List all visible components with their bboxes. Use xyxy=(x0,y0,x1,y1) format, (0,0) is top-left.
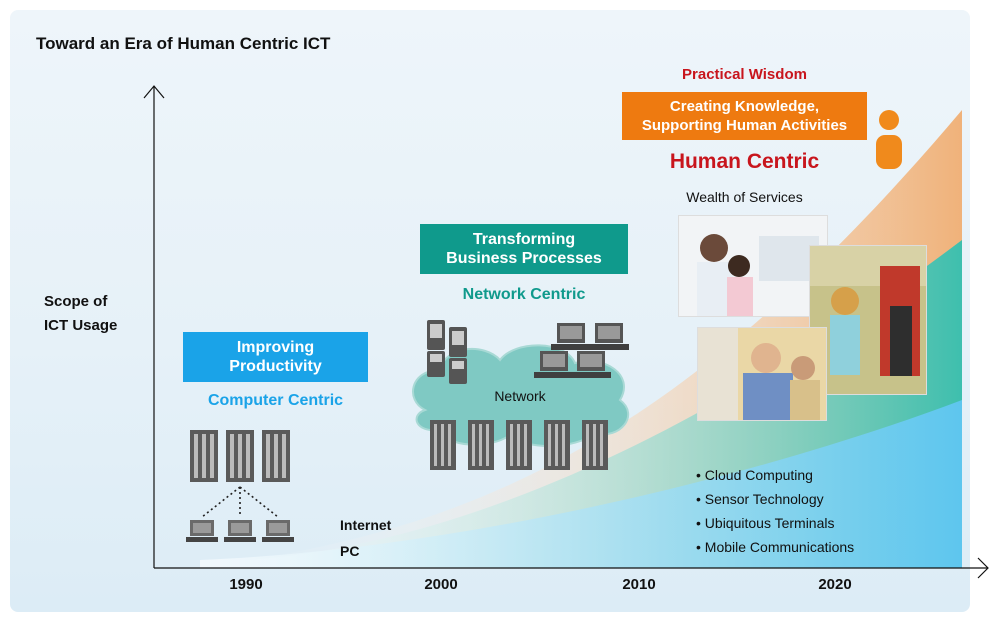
computer-centric-area xyxy=(200,400,962,568)
network-era-illustration xyxy=(412,320,630,470)
network-era-box-line2: Business Processes xyxy=(446,250,602,267)
mobile-phone-icon xyxy=(427,320,467,384)
practical-wisdom-label: Practical Wisdom xyxy=(682,66,807,83)
x-tick-2020: 2020 xyxy=(818,576,852,593)
internet-pc-labels: Internet PC xyxy=(340,512,391,564)
y-axis-label-line2: ICT Usage xyxy=(44,317,118,334)
technology-item: • Cloud Computing xyxy=(696,467,813,483)
x-tick-2000: 2000 xyxy=(424,576,458,593)
computer-era-box: Improving Productivity xyxy=(183,332,368,382)
computer-era-illustration xyxy=(186,430,294,542)
network-era-box: Transforming Business Processes xyxy=(420,224,628,274)
y-axis-label: Scope of ICT Usage xyxy=(44,290,144,338)
technology-item: • Ubiquitous Terminals xyxy=(696,515,835,531)
human-centric-label: Human Centric xyxy=(669,150,820,173)
laptop-icon xyxy=(534,323,629,378)
computer-era-box-line2: Productivity xyxy=(229,358,322,375)
x-axis-arrow xyxy=(977,557,989,579)
server-rack-icon xyxy=(430,420,608,470)
y-axis-arrow xyxy=(143,85,165,99)
computer-era-box-line1: Improving xyxy=(236,339,315,356)
technology-item: • Sensor Technology xyxy=(696,491,824,507)
photo-shopping xyxy=(809,245,927,395)
dotted-link-lines xyxy=(201,486,279,518)
human-era-box-line1: Creating Knowledge, xyxy=(669,98,820,115)
internet-label: Internet xyxy=(340,517,392,533)
x-tick-1990: 1990 xyxy=(229,576,263,593)
diagram-title: Toward an Era of Human Centric ICT xyxy=(36,34,331,53)
network-cloud-label: Network xyxy=(494,388,546,404)
network-era-box-line1: Transforming xyxy=(472,231,576,248)
person-icon xyxy=(876,110,902,169)
technology-item: • Mobile Communications xyxy=(696,539,855,555)
human-era-box-line2: Supporting Human Activities xyxy=(641,117,848,134)
technology-list: • Cloud Computing • Sensor Technology • … xyxy=(696,463,854,559)
human-era-box: Creating Knowledge, Supporting Human Act… xyxy=(622,92,867,140)
pc-label: PC xyxy=(340,543,360,559)
photo-family-computer xyxy=(678,215,828,317)
y-axis-label-line1: Scope of xyxy=(44,293,108,310)
pc-icon xyxy=(186,520,294,542)
x-tick-2010: 2010 xyxy=(622,576,656,593)
computer-centric-label: Computer Centric xyxy=(207,392,344,409)
network-centric-label: Network Centric xyxy=(462,286,586,303)
mainframe-icon xyxy=(190,430,290,482)
photo-senior-computer xyxy=(697,327,827,421)
wealth-of-services-label: Wealth of Services xyxy=(686,189,803,205)
